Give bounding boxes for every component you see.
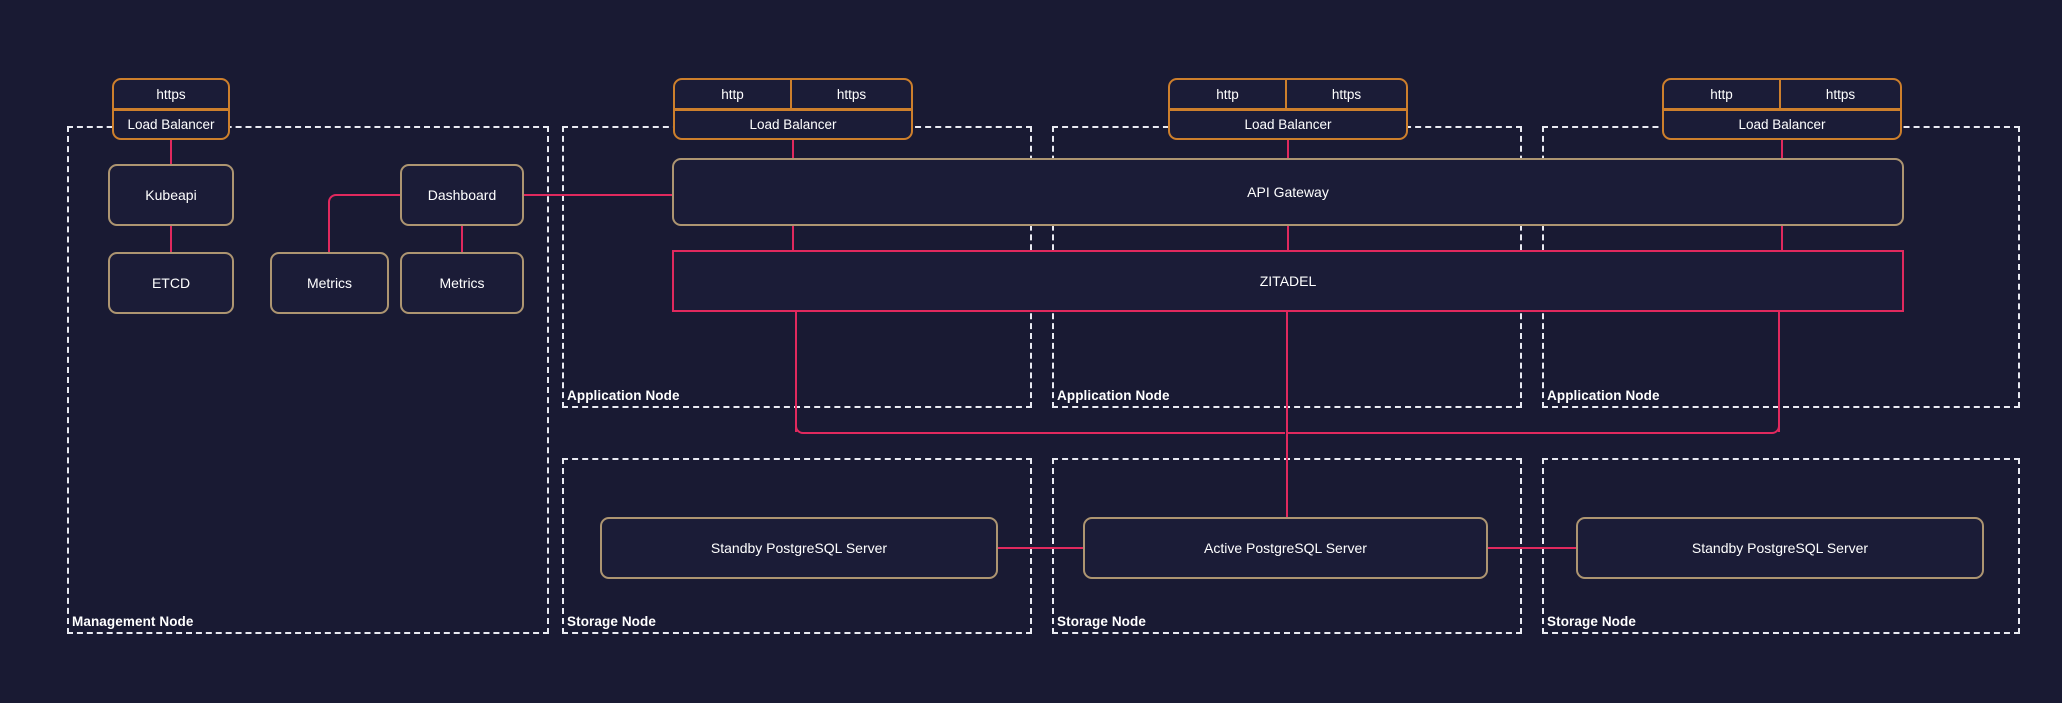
- edge-zitadel-db-center: [1286, 312, 1288, 522]
- edge-zitadel-db-left-v: [795, 312, 797, 432]
- edge-gateway-zitadel-2: [1287, 224, 1289, 252]
- service-zitadel[interactable]: ZITADEL: [672, 250, 1904, 312]
- app2-protocol-http: http: [1168, 78, 1286, 110]
- app1-protocol-http: http: [673, 78, 791, 110]
- standby-postgresql-server-2[interactable]: Standby PostgreSQL Server: [1576, 517, 1984, 579]
- standby-postgresql-server-1[interactable]: Standby PostgreSQL Server: [600, 517, 998, 579]
- app3-load-balancer[interactable]: Load Balancer: [1662, 110, 1902, 140]
- mgmt-load-balancer[interactable]: Load Balancer: [112, 110, 230, 140]
- edge-app1-lb-gateway: [792, 138, 794, 160]
- storage-node-2-label: Storage Node: [1056, 613, 1148, 630]
- edge-dashboard-metrics2: [461, 224, 463, 254]
- edge-dashboard-apigateway: [524, 194, 672, 196]
- edge-lb-kubeapi: [170, 138, 172, 166]
- edge-standby1-active: [998, 547, 1083, 549]
- application-node-1-label: Application Node: [566, 387, 682, 404]
- app1-protocol-https: https: [791, 78, 913, 110]
- storage-node-1-label: Storage Node: [566, 613, 658, 630]
- service-etcd[interactable]: ETCD: [108, 252, 234, 314]
- app2-protocol-https: https: [1286, 78, 1408, 110]
- app1-load-balancer[interactable]: Load Balancer: [673, 110, 913, 140]
- edge-zitadel-db-right-v: [1778, 312, 1780, 432]
- app2-load-balancer[interactable]: Load Balancer: [1168, 110, 1408, 140]
- application-node-3-label: Application Node: [1546, 387, 1662, 404]
- mgmt-protocol-https: https: [112, 78, 230, 110]
- service-metrics-1[interactable]: Metrics: [270, 252, 389, 314]
- edge-zitadel-db-left-corner: [795, 420, 809, 434]
- management-node-label: Management Node: [71, 613, 196, 630]
- edge-dashboard-metrics1-corner: [328, 194, 340, 206]
- management-node-container: Management Node: [67, 126, 549, 634]
- edge-dashboard-metrics1-h: [338, 194, 402, 196]
- app3-protocol-http: http: [1662, 78, 1780, 110]
- edge-dashboard-metrics1-v: [328, 204, 330, 254]
- service-metrics-2[interactable]: Metrics: [400, 252, 524, 314]
- service-kubeapi[interactable]: Kubeapi: [108, 164, 234, 226]
- storage-node-3-label: Storage Node: [1546, 613, 1638, 630]
- edge-app3-lb-gateway: [1781, 138, 1783, 160]
- service-api-gateway[interactable]: API Gateway: [672, 158, 1904, 226]
- storage-node-3-container: Storage Node: [1542, 458, 2020, 634]
- edge-gateway-zitadel-1: [792, 224, 794, 252]
- edge-zitadel-db-right-corner: [1766, 420, 1780, 434]
- active-postgresql-server[interactable]: Active PostgreSQL Server: [1083, 517, 1488, 579]
- edge-kubeapi-etcd: [170, 224, 172, 254]
- edge-zitadel-db-left-h: [807, 432, 1285, 434]
- edge-app2-lb-gateway: [1287, 138, 1289, 160]
- application-node-2-label: Application Node: [1056, 387, 1172, 404]
- service-dashboard[interactable]: Dashboard: [400, 164, 524, 226]
- app3-protocol-https: https: [1780, 78, 1902, 110]
- storage-node-1-container: Storage Node: [562, 458, 1032, 634]
- edge-gateway-zitadel-3: [1781, 224, 1783, 252]
- edge-zitadel-db-right-h: [1288, 432, 1768, 434]
- edge-active-standby2: [1488, 547, 1576, 549]
